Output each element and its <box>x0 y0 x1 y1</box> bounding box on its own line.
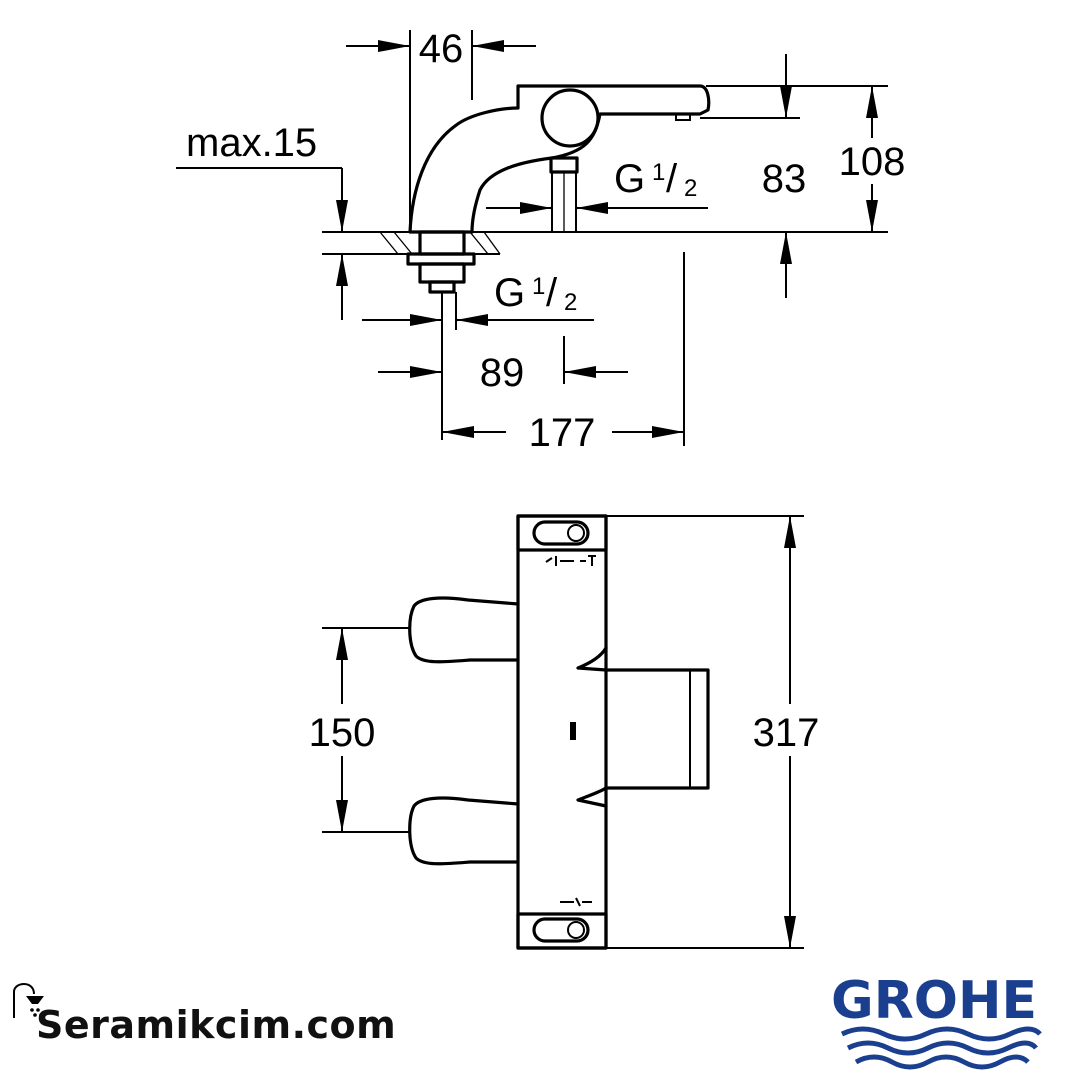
inlet-lower <box>408 796 520 866</box>
inlet-upper <box>408 596 520 664</box>
svg-text:2: 2 <box>684 175 697 202</box>
dim-108: 108 <box>839 140 906 184</box>
dim-max15: max.15 <box>186 121 317 165</box>
svg-text:2: 2 <box>564 289 577 316</box>
svg-text:1: 1 <box>652 159 665 186</box>
dim-46: 46 <box>419 27 464 71</box>
dim-150: 150 <box>309 711 376 755</box>
svg-text:/: / <box>666 157 678 201</box>
bottom-slot <box>532 917 590 943</box>
shower-icon <box>13 982 44 1018</box>
svg-text:G: G <box>494 271 525 315</box>
dim-177: 177 <box>529 411 596 455</box>
handle-knob <box>540 88 600 148</box>
thread-label-top: G 1 / 2 <box>614 157 697 202</box>
svg-text:G: G <box>614 157 645 201</box>
dim-83: 83 <box>762 157 807 201</box>
top-slot <box>532 520 590 546</box>
spout-body <box>408 84 711 234</box>
grohe-logo: GROHE <box>831 971 1042 1070</box>
thread-label-bottom: G 1 / 2 <box>494 271 577 316</box>
svg-text:GROHE: GROHE <box>831 971 1037 1031</box>
side-view: 46 max.15 G 1 / 2 83 108 <box>176 27 908 455</box>
svg-text:/: / <box>546 271 558 315</box>
svg-text:1: 1 <box>532 273 545 300</box>
dim-317: 317 <box>753 711 820 755</box>
dim-89: 89 <box>480 351 525 395</box>
front-view: 150 317 <box>309 514 820 950</box>
spout-outline <box>576 646 710 808</box>
site-watermark: Seramikcim.com <box>36 1003 397 1047</box>
shower-connector <box>549 156 579 174</box>
mixer-body <box>516 514 608 950</box>
